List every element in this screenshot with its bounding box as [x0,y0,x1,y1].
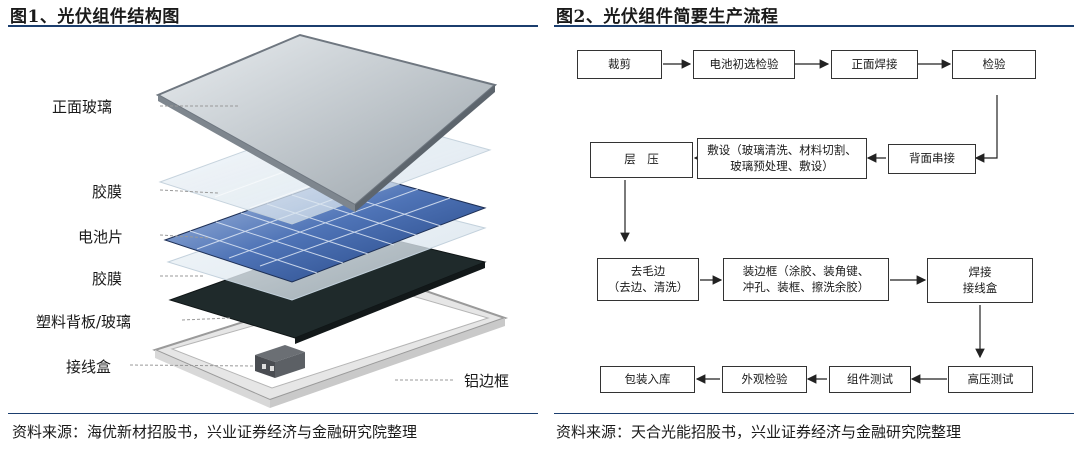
top-rule-left [8,25,538,27]
label-solar-cells: 电池片 [78,228,124,246]
label-aluminum-frame: 铝边框 [464,372,510,390]
figure2-source: 资料来源：天合光能招股书，兴业证券经济与金融研究院整理 [556,423,962,441]
step-cell-check: 电池初选检验 [693,50,795,79]
label-eva-film-2: 胶膜 [92,270,123,288]
bottom-rule-left [8,413,538,414]
step-module-test: 组件测试 [829,366,911,393]
junction-box-shape [255,345,305,362]
step-pack: 包装入库 [600,366,695,393]
label-front-glass: 正面玻璃 [52,98,113,116]
step-trim: 去毛边（去边、清洗） [597,258,699,301]
step-cut: 裁剪 [577,50,662,79]
label-junction-box: 接线盒 [66,358,112,376]
figure1-title: 图1、光伏组件结构图 [10,7,180,27]
top-rule-right [554,25,1074,27]
figure1-source: 资料来源：海优新材招股书，兴业证券经济与金融研究院整理 [12,423,418,441]
label-backsheet: 塑料背板/玻璃 [36,313,132,331]
step-framing: 装边框（涂胶、装角键、冲孔、装框、擦洗余胶） [723,258,889,301]
step-front-weld: 正面焊接 [831,50,918,79]
step-laminate: 层 压 [590,142,693,178]
step-inspect: 检验 [952,50,1036,79]
figure2-title: 图2、光伏组件简要生产流程 [556,7,779,27]
bottom-rule-right [554,413,1074,414]
step-back-string: 背面串接 [888,144,976,174]
step-hv-test: 高压测试 [948,366,1033,393]
step-lay-up: 敷设（玻璃清洗、材料切割、玻璃预处理、敷设） [697,138,867,179]
pv-module-exploded-view [129,33,509,408]
label-eva-film-1: 胶膜 [92,183,123,201]
step-junction-box-weld: 焊接接线盒 [927,258,1033,303]
step-visual-inspect: 外观检验 [722,366,807,393]
process-flow-arrows [620,59,998,384]
